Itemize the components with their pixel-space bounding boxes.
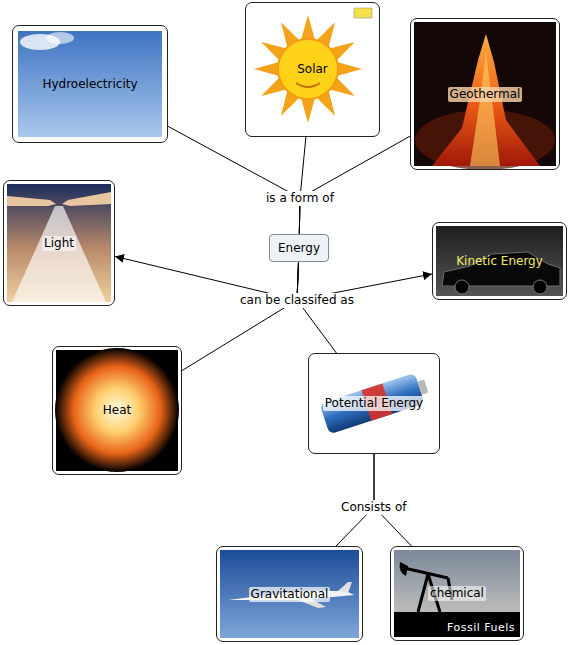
node-label: Solar — [295, 62, 330, 77]
connector — [182, 262, 299, 371]
link-phrase: can be classifed as — [237, 293, 357, 308]
image-node: Gravitational — [216, 546, 363, 642]
image-node: Geothermal — [410, 18, 560, 170]
node-label: Potential Energy — [323, 396, 425, 411]
node-label: Heat — [101, 403, 133, 418]
connector — [299, 137, 306, 234]
central-concept: Energy — [269, 234, 329, 262]
image-node: chemicalFossil Fuels — [390, 546, 524, 641]
image-node: Kinetic Energy — [432, 222, 567, 300]
node-label: Hydroelectricity — [40, 77, 139, 92]
node-label: chemical — [428, 586, 486, 601]
node-label: Gravitational — [249, 587, 331, 602]
node-label: Kinetic Energy — [454, 254, 545, 269]
node-label: Energy — [276, 241, 322, 256]
node-label: Light — [42, 236, 76, 251]
connector — [168, 126, 300, 234]
image-node: Solar — [245, 2, 380, 137]
image-node: Hydroelectricity — [12, 25, 168, 143]
connector — [299, 136, 410, 234]
caption-band-text: Fossil Fuels — [445, 620, 517, 635]
image-node: Potential Energy — [308, 353, 440, 454]
link-phrase: is a form of — [263, 191, 337, 206]
node-label: Geothermal — [448, 87, 523, 102]
link-phrase: Consists of — [338, 500, 410, 515]
image-node: Light — [3, 180, 115, 306]
image-node: Heat — [52, 346, 182, 475]
